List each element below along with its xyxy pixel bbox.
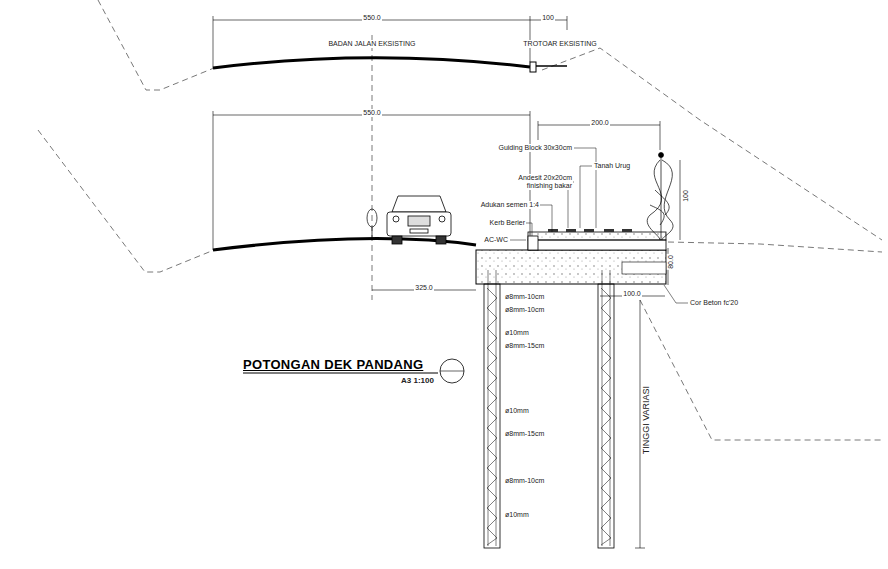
drawing-label: 550.0	[362, 14, 382, 22]
drawing-label: A3 1:100	[400, 376, 435, 385]
drawing-label: 325.0	[414, 284, 434, 292]
drawing-label: 200.0	[590, 119, 610, 127]
drawing-title: POTONGAN DEK PANDANG	[243, 357, 423, 372]
drawing-label: Cor Beton fc'20	[689, 299, 739, 307]
drawing-label: TROTOAR EKSISTING	[522, 40, 597, 48]
drawing-label: TINGGI VARIASI	[641, 385, 651, 455]
drawing-label: ø8mm-15cm	[504, 342, 545, 350]
drawing-label: ø8mm-15cm	[504, 430, 545, 438]
drawing-label: BADAN JALAN EKSISTING	[327, 40, 416, 48]
drawing-label: 550.0	[362, 109, 382, 117]
drawing-label: 100	[541, 14, 555, 22]
drawing-label: AC-WC	[483, 236, 509, 244]
drawing-label: ø8mm-10cm	[504, 293, 545, 301]
drawing-label: ø10mm	[504, 511, 530, 519]
drawing-label: 100.0	[622, 290, 642, 298]
drawing-label: ø10mm	[504, 329, 530, 337]
drawing-label: 80.0	[667, 254, 675, 270]
drawing-label: ø8mm-10cm	[504, 477, 545, 485]
drawing-label: Tanah Urug	[593, 162, 631, 170]
drawing-label: Andesit 20x20cm finishing bakar	[499, 174, 573, 190]
drawing-label: Adukan semen 1:4	[480, 201, 540, 209]
drawing-label: ø10mm	[504, 407, 530, 415]
drawing-label: ø8mm-10cm	[504, 306, 545, 314]
drawing-label: Guiding Block 30x30cm	[497, 144, 573, 152]
drawing-label: 100	[682, 189, 690, 203]
drawing-label: Kerb Berier	[489, 219, 526, 227]
